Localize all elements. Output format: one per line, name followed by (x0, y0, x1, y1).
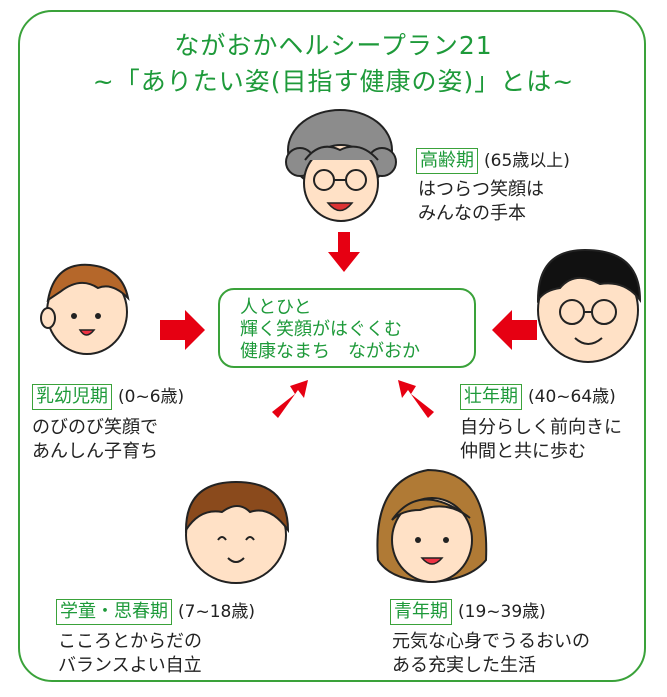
middle-aged-face-icon (536, 248, 642, 363)
stage-infant-desc-line2: あんしん子育ち (32, 441, 158, 462)
stage-elderly-desc-line2: みんなの手本 (418, 203, 526, 224)
infant-face-icon (40, 263, 130, 355)
stage-elderly-desc: はつらつ笑顔は みんなの手本 (418, 178, 544, 226)
stage-infant-desc: のびのび笑顔で あんしん子育ち (32, 416, 158, 464)
stage-youth-desc: 元気な心身でうるおいの ある充実した生活 (392, 630, 590, 678)
arrow-icon (160, 232, 537, 418)
stage-school: 学童・思春期 (7~18歳) (56, 597, 255, 625)
stage-middle-range: (40~64歳) (528, 387, 616, 407)
stage-school-desc-line1: こころとからだの (58, 631, 202, 652)
stage-elderly-label: 高齢期 (416, 148, 478, 174)
stage-middle-label: 壮年期 (460, 384, 522, 410)
stage-infant-desc-line1: のびのび笑顔で (32, 417, 158, 438)
diagram-frame (18, 10, 646, 682)
stage-school-desc-line2: バランスよい自立 (58, 655, 202, 676)
young-woman-face-icon (376, 468, 488, 584)
stage-school-range: (7~18歳) (178, 602, 255, 622)
child-face-icon (184, 480, 290, 584)
central-message-line3: 健康なまち ながおか (240, 341, 420, 362)
stage-youth-desc-line1: 元気な心身でうるおいの (392, 631, 590, 652)
stage-middle-desc-line1: 自分らしく前向きに (460, 417, 622, 438)
diagram-subtitle: ~「ありたい姿(目指す健康の姿)」とは~ (92, 67, 575, 96)
stage-school-desc: こころとからだの バランスよい自立 (58, 630, 202, 678)
stage-middle-desc-line2: 仲間と共に歩む (460, 441, 586, 462)
stage-middle: 壮年期 (40~64歳) (460, 382, 616, 410)
stage-youth-desc-line2: ある充実した生活 (392, 655, 536, 676)
stage-elderly-desc-line1: はつらつ笑顔は (418, 179, 544, 200)
diagram-title: ながおかヘルシープラン21 (174, 31, 493, 60)
stage-elderly-range: (65歳以上) (484, 151, 570, 171)
central-message: 人とひと 輝く笑顔がはぐくむ 健康なまち ながおか (218, 288, 476, 368)
stage-school-label: 学童・思春期 (56, 599, 172, 625)
stage-youth-range: (19~39歳) (458, 602, 546, 622)
stage-elderly: 高齢期 (65歳以上) (416, 146, 570, 174)
stage-infant: 乳幼児期 (0~6歳) (32, 382, 184, 410)
stage-youth: 青年期 (19~39歳) (390, 597, 546, 625)
elderly-face-icon (285, 109, 397, 222)
stage-middle-desc: 自分らしく前向きに 仲間と共に歩む (460, 416, 622, 464)
stage-infant-range: (0~6歳) (118, 387, 185, 407)
central-message-line1: 人とひと (240, 297, 312, 318)
stage-youth-label: 青年期 (390, 599, 452, 625)
central-message-line2: 輝く笑顔がはぐくむ (240, 319, 402, 340)
stage-infant-label: 乳幼児期 (32, 384, 112, 410)
